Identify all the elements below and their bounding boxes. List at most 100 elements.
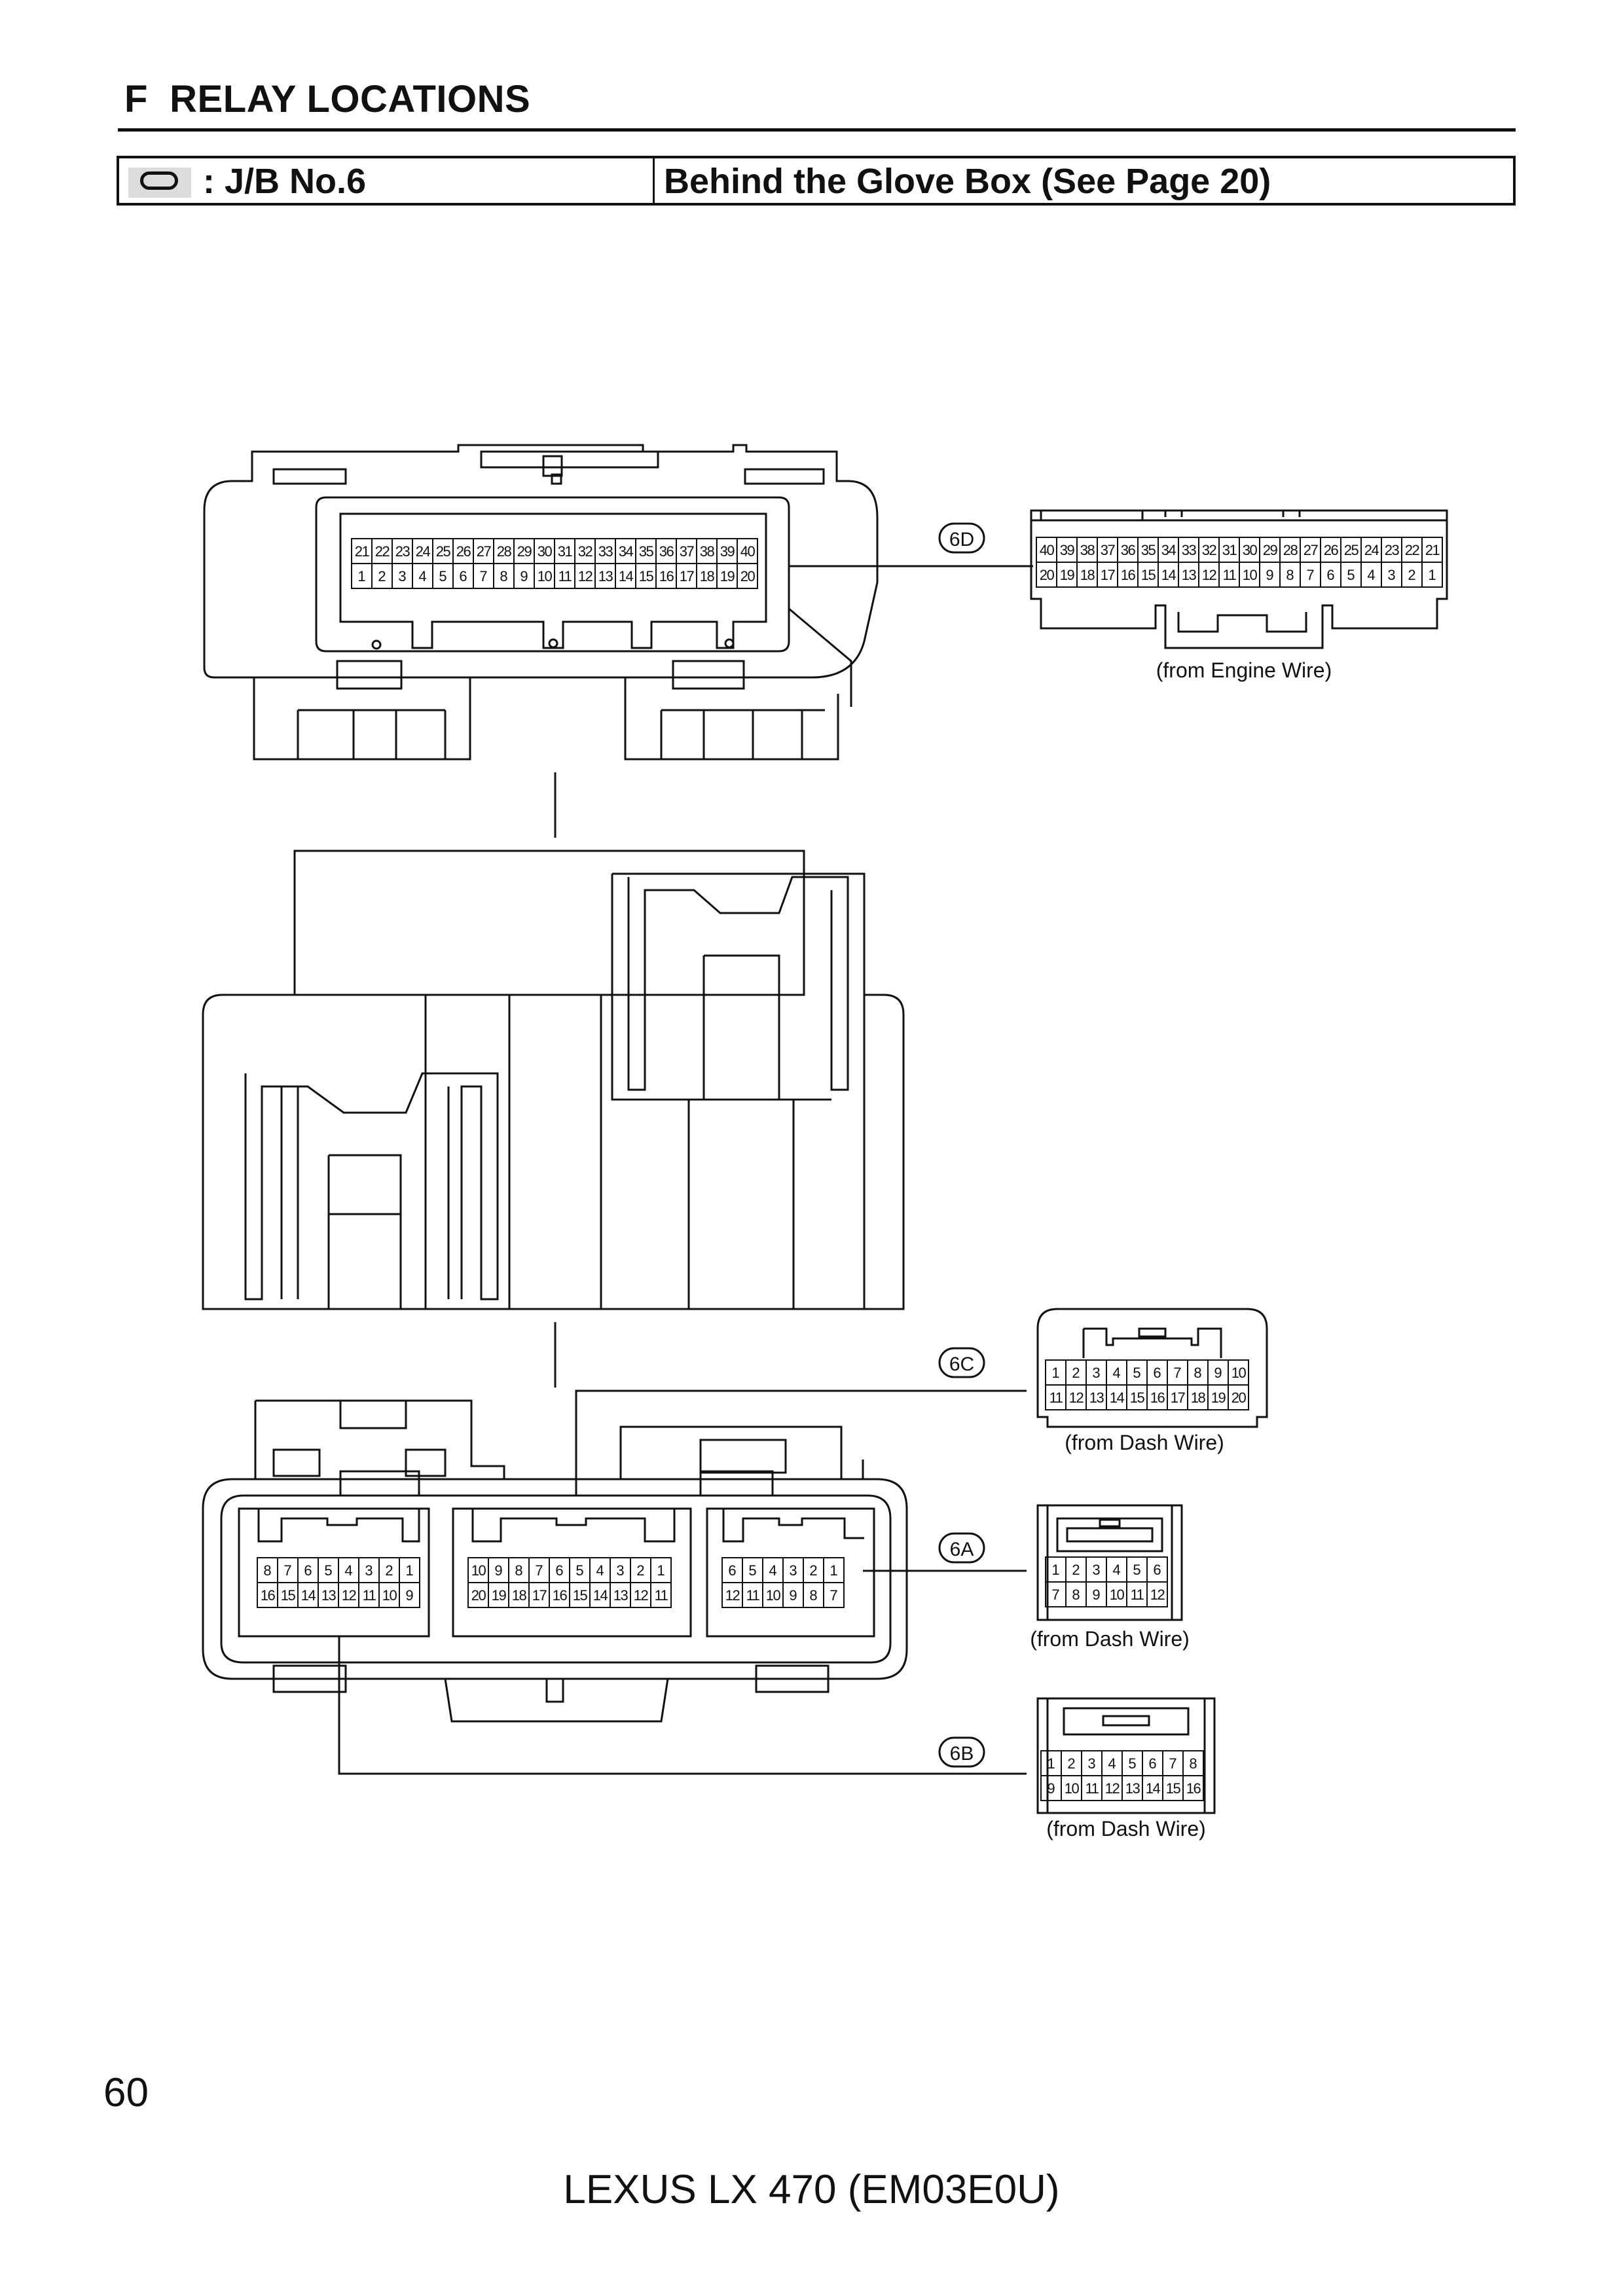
face-6d-pin-number: 39 xyxy=(720,543,735,560)
code-6d-text: 6D xyxy=(949,529,974,550)
code-6c-text: 6C xyxy=(949,1354,974,1375)
face-6c-pin-number: 1 xyxy=(657,1562,665,1579)
face-6d-pin-number: 31 xyxy=(558,543,573,560)
caption-6b: (from Dash Wire) xyxy=(1046,1817,1206,1840)
section-letter: F xyxy=(124,78,148,120)
detail-6a-pin-number: 5 xyxy=(1133,1562,1140,1578)
face-6d-pin-number: 24 xyxy=(416,543,431,560)
detail-6b-pin-number: 5 xyxy=(1128,1755,1136,1772)
face-6b-pin-number: 13 xyxy=(321,1587,337,1604)
face-6b-pin-number: 11 xyxy=(363,1587,376,1604)
detail-6c-pin-number: 14 xyxy=(1110,1390,1125,1406)
detail-6d-pin-number: 40 xyxy=(1040,542,1055,558)
detail-6a-pin-number: 6 xyxy=(1153,1562,1161,1578)
leader-line-6b xyxy=(338,1636,1027,1775)
detail-6a-pin-number: 9 xyxy=(1092,1587,1100,1603)
detail-6d-pin-number: 20 xyxy=(1040,567,1055,583)
face-6d-pin-number: 38 xyxy=(700,543,715,560)
face-6c-pin-number: 9 xyxy=(494,1562,502,1579)
face-6b-pin-number: 2 xyxy=(385,1562,393,1579)
detail-6d-pin-number: 34 xyxy=(1161,542,1176,558)
face-6b-pin-number: 9 xyxy=(405,1587,413,1604)
detail-6c-pin-number: 16 xyxy=(1150,1390,1165,1406)
detail-6b-pin-number: 10 xyxy=(1065,1780,1080,1797)
location-text: Behind the Glove Box (See Page 20) xyxy=(664,162,1271,201)
connector-6a-body xyxy=(1036,1504,1183,1621)
face-6d-pin-number: 11 xyxy=(558,568,572,584)
face-6c-pin-number: 14 xyxy=(593,1587,608,1604)
detail-6d-pin-number: 39 xyxy=(1060,542,1075,558)
face-6b-pin-number: 4 xyxy=(344,1562,352,1579)
face-6d-pin-number: 1 xyxy=(357,568,365,584)
face-6d-pin-number: 26 xyxy=(456,543,471,560)
detail-6d-pin-number: 12 xyxy=(1202,567,1217,583)
face-6c-pin-number: 4 xyxy=(596,1562,604,1579)
detail-6d-pin-number: 11 xyxy=(1223,567,1237,583)
face-6b-pin-number: 8 xyxy=(263,1562,271,1579)
caption-6d: (from Engine Wire) xyxy=(1156,658,1332,682)
detail-6d-pin-number: 32 xyxy=(1202,542,1217,558)
face-6d-pin-number: 17 xyxy=(680,568,695,584)
leader-line-6c xyxy=(575,1390,1027,1496)
code-badge-6d xyxy=(938,522,985,554)
face-6d-pin-number: 15 xyxy=(639,568,654,584)
section-heading: RELAY LOCATIONS xyxy=(170,78,531,120)
code-badge-6c xyxy=(938,1347,985,1378)
detail-6d-pin-number: 38 xyxy=(1080,542,1095,558)
face-6d-pin-cell xyxy=(737,563,758,589)
face-6d-pin-number: 3 xyxy=(398,568,406,584)
face-6d-pin-number: 18 xyxy=(700,568,715,584)
face-6d-pin-number: 14 xyxy=(619,568,634,584)
detail-6c-pin-number: 10 xyxy=(1231,1365,1247,1381)
detail-6b-pin-number: 3 xyxy=(1087,1755,1095,1772)
detail-6c-pin-number: 17 xyxy=(1171,1390,1186,1406)
face-6d-pin-number: 12 xyxy=(578,568,593,584)
jb-top-housing xyxy=(203,444,879,761)
face-6c-pin-number: 12 xyxy=(634,1587,649,1604)
face-6d-pin-number: 16 xyxy=(659,568,674,584)
face-6c-pin-number: 20 xyxy=(471,1587,486,1604)
face-6a-pin-number: 8 xyxy=(809,1587,817,1604)
face-6b-pin-number: 5 xyxy=(324,1562,332,1579)
section-title: F RELAY LOCATIONS xyxy=(124,77,530,121)
face-6a-pin-cell xyxy=(823,1582,845,1608)
face-6d-pin-number: 2 xyxy=(378,568,386,584)
detail-6d-pin-number: 23 xyxy=(1385,542,1400,558)
face-6a-pin-number: 3 xyxy=(789,1562,797,1579)
detail-6a-pin-number: 10 xyxy=(1110,1587,1125,1603)
detail-6b-pin-cell xyxy=(1182,1775,1204,1801)
detail-6c-pin-number: 11 xyxy=(1049,1390,1063,1406)
detail-6d-pin-number: 33 xyxy=(1182,542,1197,558)
caption-6a: (from Dash Wire) xyxy=(1030,1627,1190,1651)
face-6d-pin-number: 5 xyxy=(439,568,447,584)
detail-6a-pin-number: 3 xyxy=(1092,1562,1100,1578)
detail-6c-pin-number: 5 xyxy=(1133,1365,1140,1381)
detail-6b-pin-number: 16 xyxy=(1186,1780,1201,1797)
face-6b-pin-number: 10 xyxy=(382,1587,397,1604)
face-6d-pin-number: 23 xyxy=(395,543,410,560)
detail-6c-pin-number: 20 xyxy=(1231,1390,1247,1406)
detail-6a-pin-number: 12 xyxy=(1150,1587,1165,1603)
detail-6b-pin-number: 15 xyxy=(1166,1780,1181,1797)
detail-6d-pin-number: 10 xyxy=(1243,567,1258,583)
location-header-table: : J/B No.6 Behind the Glove Box (See Pag… xyxy=(117,156,1516,206)
detail-6b-pin-number: 6 xyxy=(1148,1755,1156,1772)
detail-6c-pin-number: 2 xyxy=(1072,1365,1080,1381)
face-6c-pin-number: 13 xyxy=(613,1587,629,1604)
face-6c-pin-number: 6 xyxy=(555,1562,563,1579)
detail-6b-pin-number: 14 xyxy=(1146,1780,1161,1797)
face-6d-pin-number: 40 xyxy=(740,543,756,560)
face-6d-pin-number: 6 xyxy=(459,568,467,584)
section-rule xyxy=(118,128,1516,132)
detail-6d-pin-number: 37 xyxy=(1101,542,1116,558)
face-6b-pin-number: 15 xyxy=(281,1587,296,1604)
footer-model: LEXUS LX 470 (EM03E0U) xyxy=(563,2167,1060,2212)
code-label-6c: 6C xyxy=(938,1347,985,1378)
face-6d-pin-number: 10 xyxy=(538,568,553,584)
detail-6c-pin-number: 19 xyxy=(1211,1390,1226,1406)
face-6d-pin-number: 36 xyxy=(659,543,674,560)
